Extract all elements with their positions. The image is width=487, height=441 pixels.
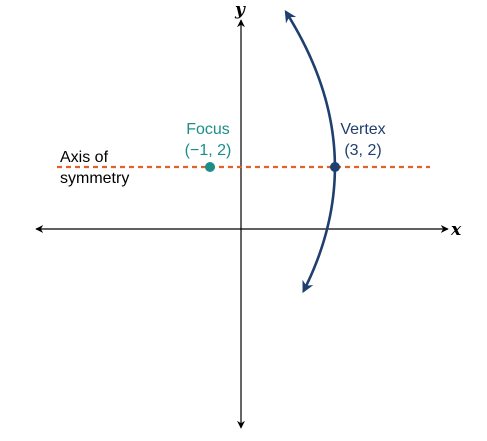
axis-of-symmetry-label-line1: Axis of [60,149,109,166]
vertex-point [330,162,340,172]
focus-label: Focus [186,121,230,138]
focus-coordinates: (−1, 2) [185,142,232,159]
vertex-label: Vertex [340,121,385,138]
x-axis-label: x [450,220,462,240]
axis-of-symmetry-label-line2: symmetry [60,170,129,187]
vertex-coordinates: (3, 2) [344,142,381,159]
parabola-curve [284,9,337,294]
focus-point [205,162,215,172]
y-axis-label: y [234,0,246,20]
